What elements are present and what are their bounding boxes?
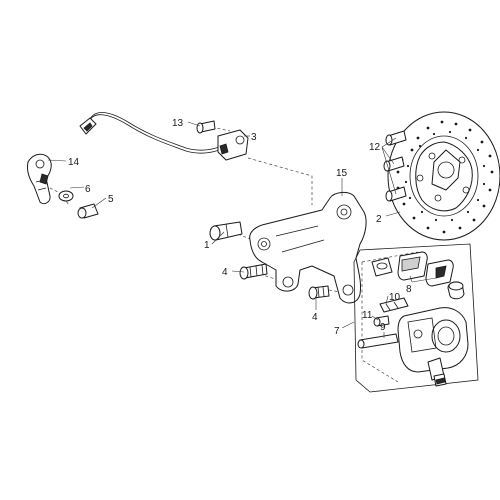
callout-labels: 1 2 3 4 4 5 6 7 8 9 10 11 12 13 14 15: [68, 118, 412, 337]
screw-part-11: [373, 315, 390, 327]
screw-part-4-left: [239, 263, 268, 280]
sensor-bracket-part-14: [27, 153, 52, 205]
callout-7: 7: [334, 326, 340, 337]
bushing-part-5: [77, 203, 99, 219]
callout-8: 8: [406, 284, 412, 295]
callout-4-left: 4: [222, 267, 228, 278]
brake-pads-part-8: [371, 251, 465, 300]
callout-14: 14: [68, 157, 80, 168]
leader-lines: [47, 121, 437, 338]
pad-pin-part-9: [357, 333, 399, 349]
callout-10: 10: [389, 292, 401, 303]
callout-15: 15: [336, 168, 348, 179]
callout-5: 5: [108, 194, 114, 205]
caliper-bracket-part-15: [249, 191, 367, 304]
screw-part-13: [196, 120, 216, 134]
callout-11: 11: [362, 310, 373, 321]
caliper-body: [397, 307, 469, 387]
washer-part-6: [58, 190, 74, 202]
callout-9: 9: [380, 322, 386, 333]
callout-1: 1: [204, 240, 210, 251]
callout-6: 6: [85, 184, 91, 195]
callout-12: 12: [369, 142, 381, 153]
clip-part-10: [379, 297, 409, 313]
callout-3: 3: [251, 132, 257, 143]
pin-part-1: [209, 221, 243, 241]
callout-2: 2: [376, 214, 382, 225]
callout-13: 13: [172, 118, 184, 129]
callout-4-lower: 4: [312, 312, 318, 323]
speed-sensor-part-3: [79, 112, 249, 161]
screw-part-4-lower: [308, 285, 330, 300]
caliper-kit-frame-part-7: [353, 243, 479, 393]
brake-disc-part-2: [387, 111, 500, 241]
disc-screws-part-12: [383, 130, 407, 202]
